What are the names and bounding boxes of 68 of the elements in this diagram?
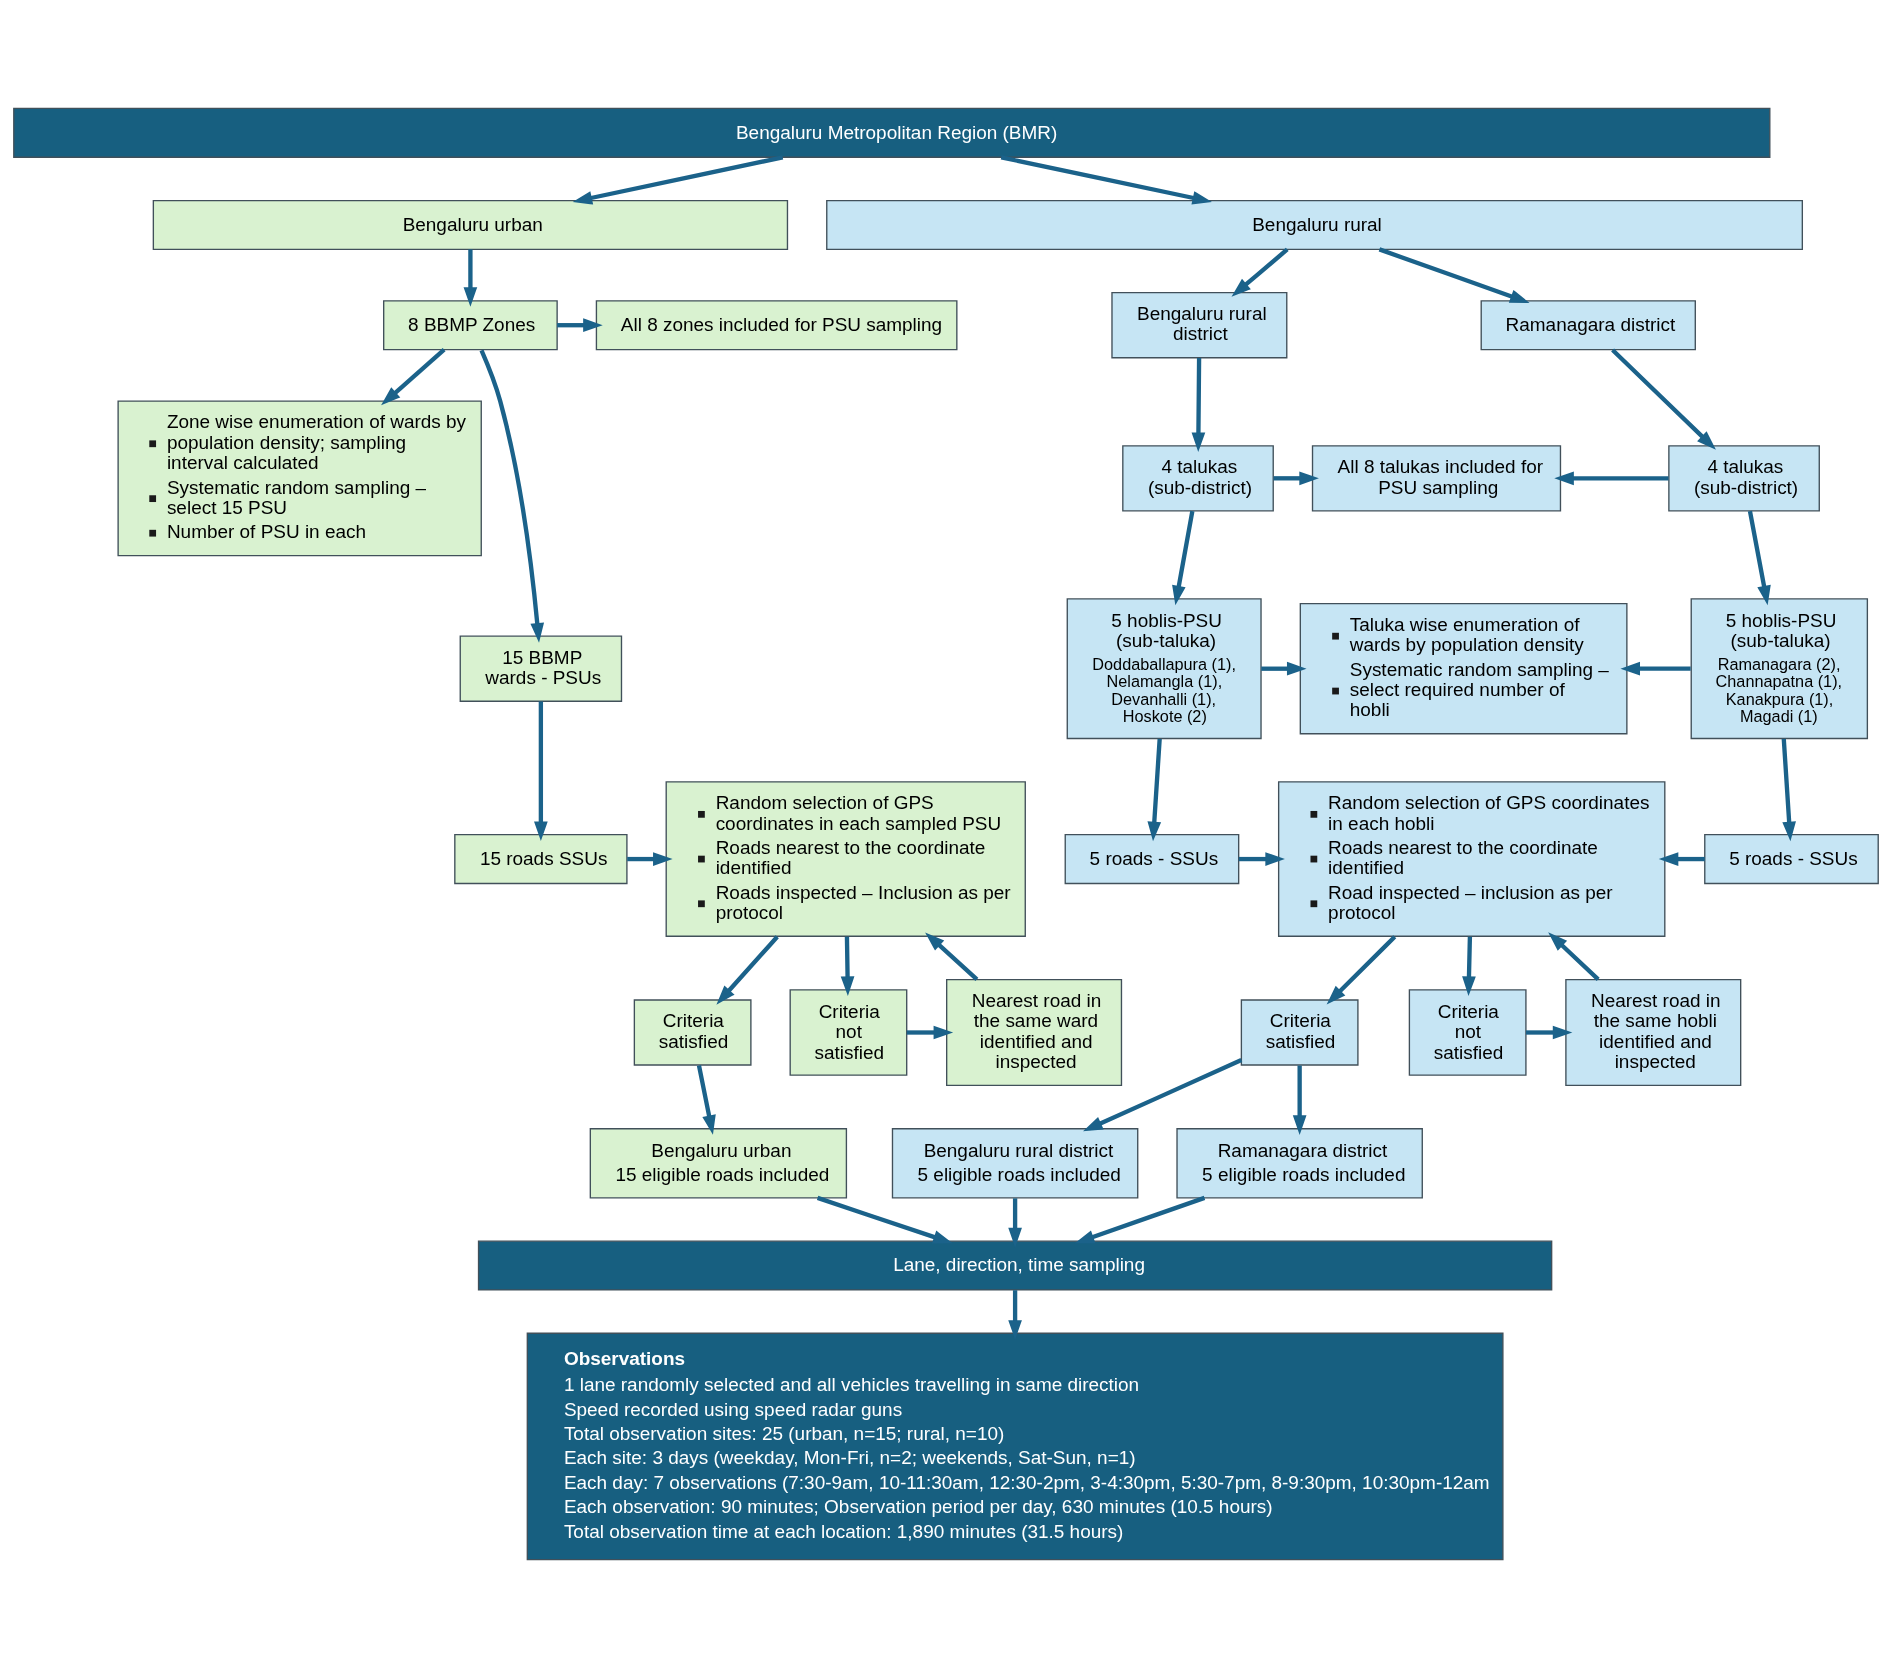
arrow [381,347,446,405]
arrow [572,154,784,205]
arrow [1781,738,1796,841]
node-box: All 8 talukas included for PSU sampling [1311,444,1562,511]
node-box: Ramanagara district 5 eligible roads included [1176,1127,1423,1198]
node-box: Bengaluru Metropolitan Region (BMR) [13,107,1771,158]
node-box: 8 BBMP Zones [383,299,558,350]
node-box: Bengaluru urban [152,199,789,250]
arrow [1191,357,1206,452]
arrow [1658,851,1705,866]
arrow [840,936,855,996]
arrow [1292,1065,1307,1135]
arrow [479,348,545,643]
node-box: Random selection of GPS coordinates in each sampled PSU Roads nearest to the coordinate identified Roads inspected – Inclusion as per protocol [665,780,1026,937]
node-box: Criteria not satisfied [789,988,908,1076]
arrow [1238,851,1285,866]
node-box: 4 talukas (sub-district) [1122,444,1274,511]
arrow [1172,510,1195,605]
arrow [1747,510,1771,605]
arrow [627,851,673,866]
node-box: 15 BBMP wards - PSUs [459,635,623,702]
arrow [1611,348,1716,450]
node-box: Nearest road in the same hobli identified and inspected [1565,978,1742,1086]
node-box: Criteria satisfied [1240,998,1359,1066]
arrow [1378,246,1530,303]
arrow [925,931,979,981]
arrow [1147,738,1162,841]
node-box: 5 roads - SSUs [1704,833,1879,884]
node-box: Bengaluru rural district 5 eligible roads included [891,1127,1139,1198]
node-box: Bengaluru rural district [1111,291,1288,358]
node-box: 15 roads SSUs [454,833,628,884]
arrow [816,1195,953,1243]
arrow [1008,1289,1022,1340]
arrow [1231,247,1289,297]
node-box: Bengaluru rural [826,199,1803,250]
node-box: Lane, direction, time sampling [477,1240,1553,1291]
arrow [463,248,478,307]
arrow [1620,661,1691,676]
node-box: 4 talukas (sub-district) [1668,444,1820,511]
node-box: Nearest road in the same ward identified and inspected [946,978,1123,1086]
arrow [906,1025,954,1039]
arrow [1548,931,1600,981]
node-box: Bengaluru urban 15 eligible roads included [589,1127,848,1198]
node-box: 5 roads - SSUs [1064,833,1240,884]
node-box: Random selection of GPS coordinates in each hobli Roads nearest to the coordinate identified Road inspected – inclusion as per protocol [1277,780,1666,937]
node-box: Ramanagara district [1480,299,1696,350]
node-box: 5 hoblis-PSU (sub-taluka) Doddaballapura (1), Nelamangla (1), Devanhalli (1), Hoskote (2) [1066,597,1262,739]
arrow [534,700,548,841]
node-box: Criteria not satisfied [1408,988,1527,1076]
arrow [1273,470,1319,485]
arrow [1083,1057,1243,1131]
node-box: Criteria satisfied [633,998,752,1066]
node-box: Taluka wise enumeration of wards by population density Systematic random sampling – select required number of hobli [1299,602,1628,734]
arrow [1462,936,1476,996]
arrow [696,1064,716,1135]
node-box: Observations 1 lane randomly selected and all vehicles travelling in same direction Speed recorded using speed radar guns Total observation sites: 25 (urban, n=15; rural, n=10) Each site: 3 days (weekday, Mon-Fri, n=2; weekends, Sat-Sun, n=1) Each day: 7 observations (7:30-9am, 10-11:30am, 12:30-2pm, 3-4:30pm, 5:30-7pm, 8-9:30pm, 10:30pm-12am Each observation: 90 minutes; Observation period per day, 630 minutes (10.5 hours) Total observation time at each location: 1,890 minutes (31.5 hours) [526,1332,1504,1560]
arrow [1008,1197,1022,1247]
arrow [716,934,779,1005]
arrow [1074,1195,1206,1243]
arrow [1261,661,1307,676]
node-box: All 8 zones included for PSU sampling [595,299,958,350]
arrow [1554,470,1669,485]
arrow [1000,154,1212,205]
arrow [1326,934,1397,1004]
node-box: 5 hoblis-PSU (sub-taluka) Ramanagara (2), Channapatna (1), Kanakpura (1), Magadi (1) [1690,597,1869,739]
node-box: Zone wise enumeration of wards by population density; sampling interval calculated Systematic random sampling – select 15 PSU Number of PSU in each [117,399,482,556]
arrow [557,317,603,332]
arrow [1526,1025,1573,1039]
